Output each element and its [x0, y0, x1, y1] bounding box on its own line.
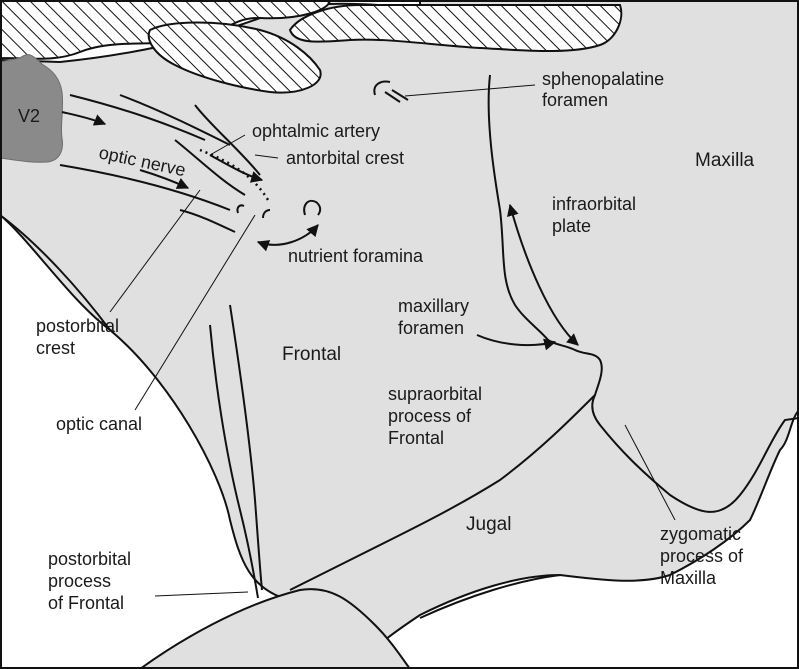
label-supraorbital-2: process of — [388, 406, 472, 426]
label-jugal: Jugal — [466, 514, 511, 535]
label-infraorbital-2: plate — [552, 216, 591, 236]
label-postorbital-crest-2: crest — [36, 338, 75, 358]
label-v2: V2 — [18, 106, 40, 126]
label-antorbital-crest: antorbital crest — [286, 148, 404, 168]
label-maxillary-foramen-1: maxillary — [398, 296, 469, 316]
label-postorbital-process-3: of Frontal — [48, 593, 124, 613]
label-sphenopalatine-1: sphenopalatine — [542, 69, 664, 89]
label-zygomatic-1: zygomatic — [660, 524, 741, 544]
label-frontal: Frontal — [282, 344, 341, 365]
label-maxilla: Maxilla — [695, 150, 755, 171]
label-postorbital-process-1: postorbital — [48, 549, 131, 569]
label-zygomatic-2: process of — [660, 546, 744, 566]
label-supraorbital-3: Frontal — [388, 428, 444, 448]
label-maxillary-foramen-2: foramen — [398, 318, 464, 338]
label-postorbital-process-2: process — [48, 571, 111, 591]
label-nutrient-foramina: nutrient foramina — [288, 246, 424, 266]
label-ophtalmic-artery: ophtalmic artery — [252, 121, 380, 141]
label-infraorbital-1: infraorbital — [552, 194, 636, 214]
label-sphenopalatine-2: foramen — [542, 90, 608, 110]
label-postorbital-crest-1: postorbital — [36, 316, 119, 336]
label-supraorbital-1: supraorbital — [388, 384, 482, 404]
label-optic-canal: optic canal — [56, 414, 142, 434]
label-zygomatic-3: Maxilla — [660, 568, 717, 588]
